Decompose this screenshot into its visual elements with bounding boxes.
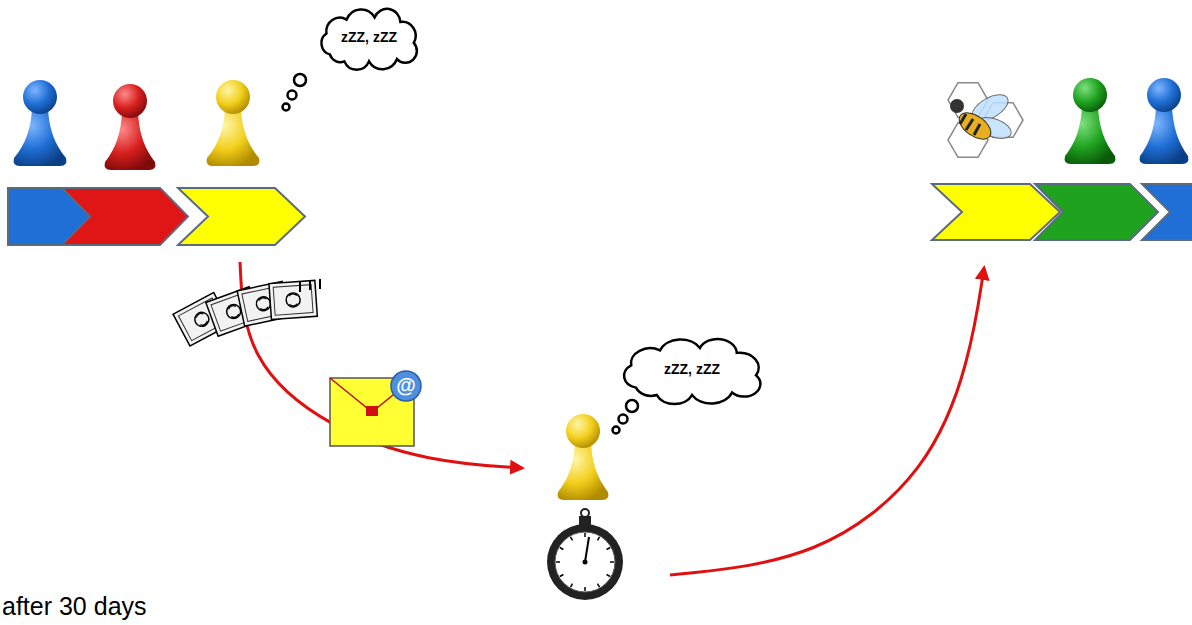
thought-dot <box>619 415 628 424</box>
money-icon <box>173 279 320 346</box>
flow-arrow <box>240 262 522 468</box>
pawn <box>105 84 156 170</box>
thought-dot <box>626 400 638 412</box>
thought-cloud: zZZ, zZZ <box>612 338 772 400</box>
email-envelope <box>330 371 421 446</box>
thought-text: zZZ, zZZ <box>341 29 397 45</box>
bee-icon <box>948 83 1023 158</box>
flow-arrow <box>670 268 984 575</box>
pawn <box>207 80 260 166</box>
thought-dot <box>283 104 290 111</box>
thought-dot <box>613 427 620 434</box>
step-chevron <box>62 188 188 245</box>
thought-dot <box>288 91 297 100</box>
thought-cloud: zZZ, zZZ <box>313 8 425 66</box>
note-text: after 30 days <box>2 592 147 621</box>
thought-dot <box>294 74 306 86</box>
step-chevron <box>932 184 1060 240</box>
pawn <box>14 80 67 166</box>
step-chevron <box>178 188 305 245</box>
pawn <box>1065 78 1116 164</box>
email-symbol: @ <box>396 374 416 397</box>
stopwatch-icon <box>547 509 623 600</box>
thought-text: zZZ, zZZ <box>664 361 720 377</box>
pawn <box>1140 78 1189 164</box>
pawn <box>558 414 609 500</box>
